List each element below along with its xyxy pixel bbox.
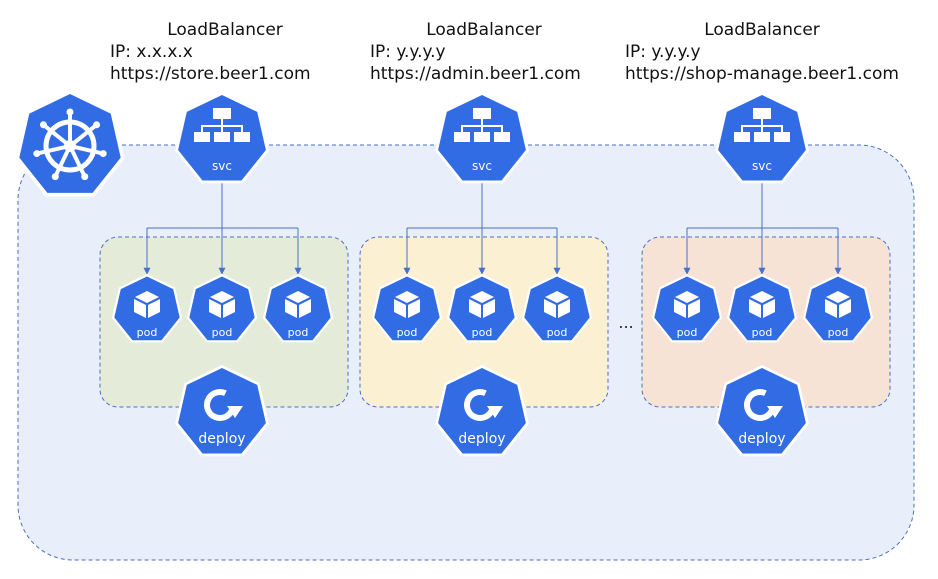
loadbalancer-title-1: LoadBalancer	[167, 20, 283, 40]
pod-label: pod	[212, 326, 233, 339]
loadbalancer-url-3: https://shop-manage.beer1.com	[625, 64, 899, 84]
pod-icon: pod	[651, 274, 723, 343]
loadbalancer-title-3: LoadBalancer	[704, 20, 820, 40]
pod-label: pod	[547, 326, 568, 339]
pod-label: pod	[828, 326, 849, 339]
pod-label: pod	[752, 326, 773, 339]
deploy-icon: deploy	[715, 365, 809, 457]
pod-label: pod	[397, 326, 418, 339]
svc-icon: svc	[175, 92, 269, 184]
svc-label: svc	[752, 159, 772, 173]
loadbalancer-ip-3: IP: y.y.y.y	[625, 42, 701, 62]
loadbalancer-ip-1: IP: x.x.x.x	[110, 42, 193, 62]
deploy-label: deploy	[198, 431, 245, 447]
pod-icon: pod	[726, 274, 798, 343]
more-services-ellipsis: ...	[618, 313, 633, 332]
loadbalancer-url-2: https://admin.beer1.com	[370, 64, 581, 84]
deploy-icon: deploy	[435, 365, 529, 457]
svc-label: svc	[212, 159, 232, 173]
pod-icon: pod	[186, 274, 258, 343]
pod-icon: pod	[111, 274, 183, 343]
svc-icon: svc	[435, 92, 529, 184]
deploy-icon: deploy	[175, 365, 269, 457]
svc-icon: svc	[715, 92, 809, 184]
pod-icon: pod	[446, 274, 518, 343]
deploy-label: deploy	[738, 431, 785, 447]
pod-icon: pod	[802, 274, 874, 343]
loadbalancer-url-1: https://store.beer1.com	[110, 64, 311, 84]
pod-icon: pod	[521, 274, 593, 343]
pod-label: pod	[472, 326, 493, 339]
pod-icon: pod	[371, 274, 443, 343]
kubernetes-logo-icon	[15, 90, 125, 197]
pod-label: pod	[677, 326, 698, 339]
pod-label: pod	[137, 326, 158, 339]
pod-label: pod	[288, 326, 309, 339]
svc-label: svc	[472, 159, 492, 173]
loadbalancer-title-2: LoadBalancer	[426, 20, 542, 40]
loadbalancer-ip-2: IP: y.y.y.y	[370, 42, 446, 62]
pod-icon: pod	[262, 274, 334, 343]
deploy-label: deploy	[458, 431, 505, 447]
